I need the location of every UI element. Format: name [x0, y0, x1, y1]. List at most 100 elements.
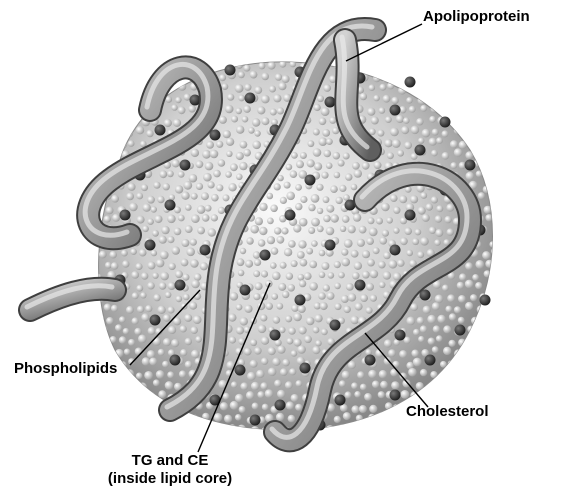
phospholipid-head	[148, 262, 156, 270]
phospholipid-head	[491, 378, 500, 387]
phospholipid-head	[165, 381, 174, 390]
phospholipid-head	[433, 325, 440, 332]
phospholipid-head	[128, 140, 135, 147]
phospholipid-head	[178, 106, 186, 114]
phospholipid-head	[384, 139, 392, 147]
phospholipid-head	[266, 303, 273, 310]
phospholipid-head	[450, 119, 458, 127]
phospholipid-head	[488, 392, 496, 400]
phospholipid-head	[195, 336, 202, 343]
phospholipid-head	[201, 192, 209, 200]
phospholipid-head	[222, 83, 229, 90]
phospholipid-head	[398, 62, 406, 70]
phospholipid-head	[484, 142, 491, 149]
cholesterol-dot	[295, 295, 306, 306]
phospholipid-head	[435, 295, 444, 304]
phospholipid-head	[191, 149, 199, 157]
phospholipid-head	[131, 118, 138, 125]
cholesterol-dot	[390, 245, 401, 256]
phospholipid-head	[436, 335, 443, 342]
phospholipid-head	[384, 339, 392, 347]
phospholipid-head	[368, 217, 375, 224]
phospholipid-head	[151, 250, 157, 256]
phospholipid-head	[158, 390, 166, 398]
phospholipid-head	[459, 75, 466, 82]
phospholipid-head	[254, 130, 260, 136]
phospholipid-head	[482, 251, 490, 259]
cholesterol-dot	[120, 210, 131, 221]
phospholipid-head	[485, 83, 492, 90]
phospholipid-head	[308, 204, 315, 211]
phospholipid-head	[373, 425, 381, 433]
phospholipid-head	[235, 414, 242, 421]
phospholipid-head	[453, 105, 460, 112]
phospholipid-head	[280, 368, 288, 376]
phospholipid-head	[443, 325, 451, 333]
phospholipid-head	[167, 215, 176, 224]
phospholipid-head	[250, 360, 258, 368]
phospholipid-head	[351, 250, 359, 258]
phospholipid-head	[396, 115, 404, 123]
phospholipid-head	[228, 183, 236, 191]
phospholipid-head	[108, 383, 115, 390]
cholesterol-dot	[330, 320, 341, 331]
phospholipid-head	[473, 340, 480, 347]
phospholipid-head	[214, 413, 223, 422]
phospholipid-head	[382, 230, 389, 237]
phospholipid-head	[278, 82, 286, 90]
phospholipid-head	[197, 227, 205, 235]
cholesterol-dot	[245, 93, 256, 104]
phospholipid-head	[218, 207, 225, 214]
phospholipid-head	[442, 104, 450, 112]
phospholipid-head	[295, 184, 302, 191]
phospholipid-head	[208, 228, 216, 236]
phospholipid-head	[430, 371, 437, 378]
phospholipid-head	[366, 307, 373, 314]
phospholipid-head	[184, 314, 192, 322]
phospholipid-head	[147, 196, 155, 204]
phospholipid-head	[333, 152, 341, 160]
phospholipid-head	[223, 393, 230, 400]
phospholipid-head	[313, 327, 320, 334]
phospholipid-head	[163, 338, 171, 346]
phospholipid-head	[147, 350, 155, 358]
phospholipid-head	[282, 359, 290, 367]
phospholipid-head	[167, 306, 174, 313]
phospholipid-head	[441, 74, 447, 80]
phospholipid-head	[483, 120, 490, 127]
phospholipid-head	[236, 174, 243, 181]
phospholipid-head	[121, 381, 130, 390]
label-tg-ce-line2: (inside lipid core)	[60, 470, 280, 488]
phospholipid-head	[284, 248, 292, 256]
phospholipid-head	[243, 149, 251, 157]
phospholipid-head	[480, 95, 487, 102]
phospholipid-head	[484, 72, 491, 79]
phospholipid-head	[190, 259, 199, 268]
phospholipid-head	[323, 215, 331, 223]
phospholipid-head	[444, 216, 451, 223]
phospholipid-head	[167, 371, 174, 378]
phospholipid-head	[490, 181, 498, 189]
phospholipid-head	[431, 150, 438, 157]
phospholipid-head	[89, 83, 97, 91]
phospholipid-head	[136, 126, 144, 134]
phospholipid-head	[422, 392, 429, 399]
phospholipid-head	[339, 185, 346, 192]
phospholipid-head	[119, 336, 127, 344]
phospholipid-head	[129, 400, 137, 408]
phospholipid-head	[341, 249, 348, 256]
phospholipid-head	[465, 280, 474, 289]
phospholipid-head	[261, 358, 268, 365]
phospholipid-head	[129, 424, 135, 430]
phospholipid-head	[411, 350, 419, 358]
phospholipid-head	[368, 64, 376, 72]
phospholipid-head	[425, 424, 433, 432]
phospholipid-head	[275, 73, 282, 80]
phospholipid-head	[136, 285, 143, 292]
phospholipid-head	[237, 258, 245, 266]
phospholipid-head	[379, 370, 387, 378]
phospholipid-head	[461, 383, 470, 392]
phospholipid-head	[288, 240, 296, 248]
phospholipid-head	[91, 413, 100, 422]
phospholipid-head	[367, 108, 375, 116]
